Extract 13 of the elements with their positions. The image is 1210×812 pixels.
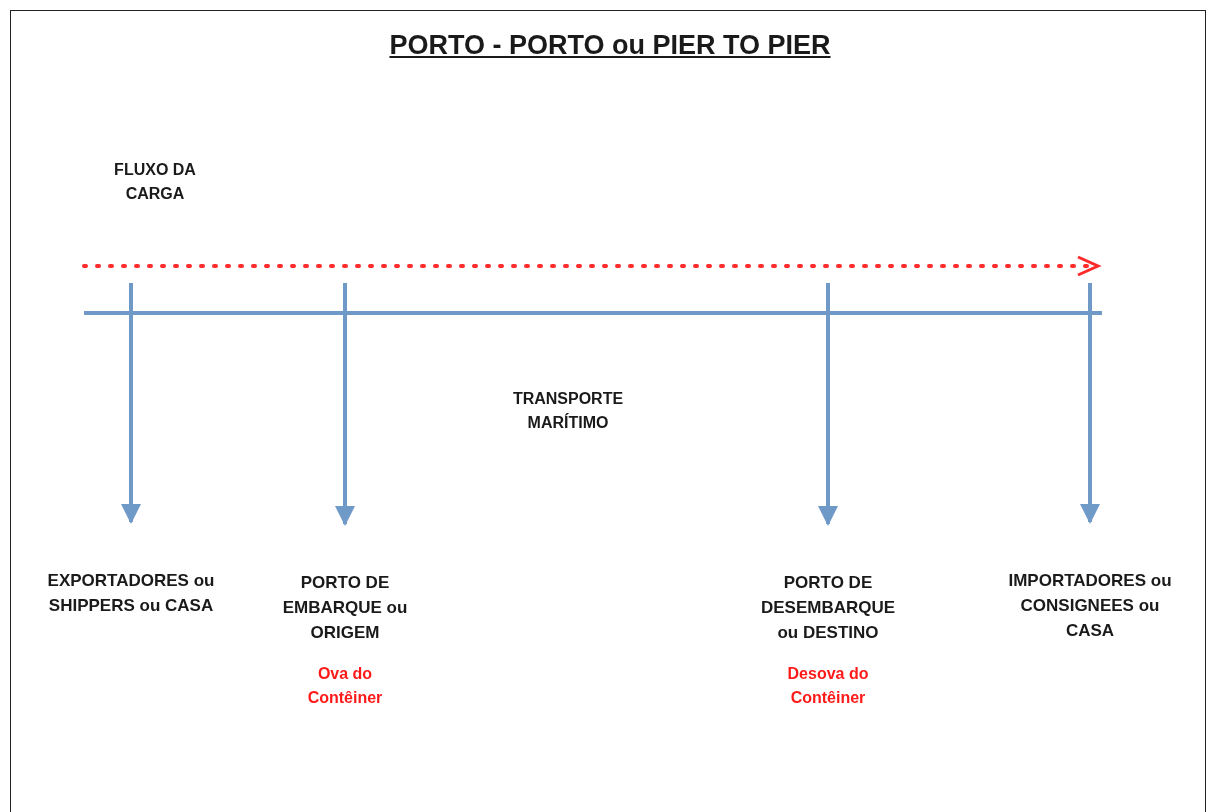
arrow — [335, 283, 355, 526]
arrow — [121, 283, 141, 524]
arrow — [1080, 283, 1100, 524]
stage-label: EXPORTADORES ou SHIPPERS ou CASA — [31, 568, 231, 618]
note-label: Desova do Contêiner — [786, 664, 870, 708]
note-label: Ova do Contêiner — [306, 664, 384, 708]
stage-label: IMPORTADORES ou CONSIGNEES ou CASA — [995, 568, 1185, 643]
text-label: FLUXO DA CARGA — [113, 160, 197, 204]
text-label: TRANSPORTE MARÍTIMO — [511, 389, 625, 433]
stage-label: PORTO DE DESEMBARQUE ou DESTINO — [753, 570, 903, 645]
diagram-title: PORTO - PORTO ou PIER TO PIER — [388, 29, 832, 62]
stage-label: PORTO DE EMBARQUE ou ORIGEM — [280, 570, 410, 645]
arrow — [818, 283, 838, 526]
